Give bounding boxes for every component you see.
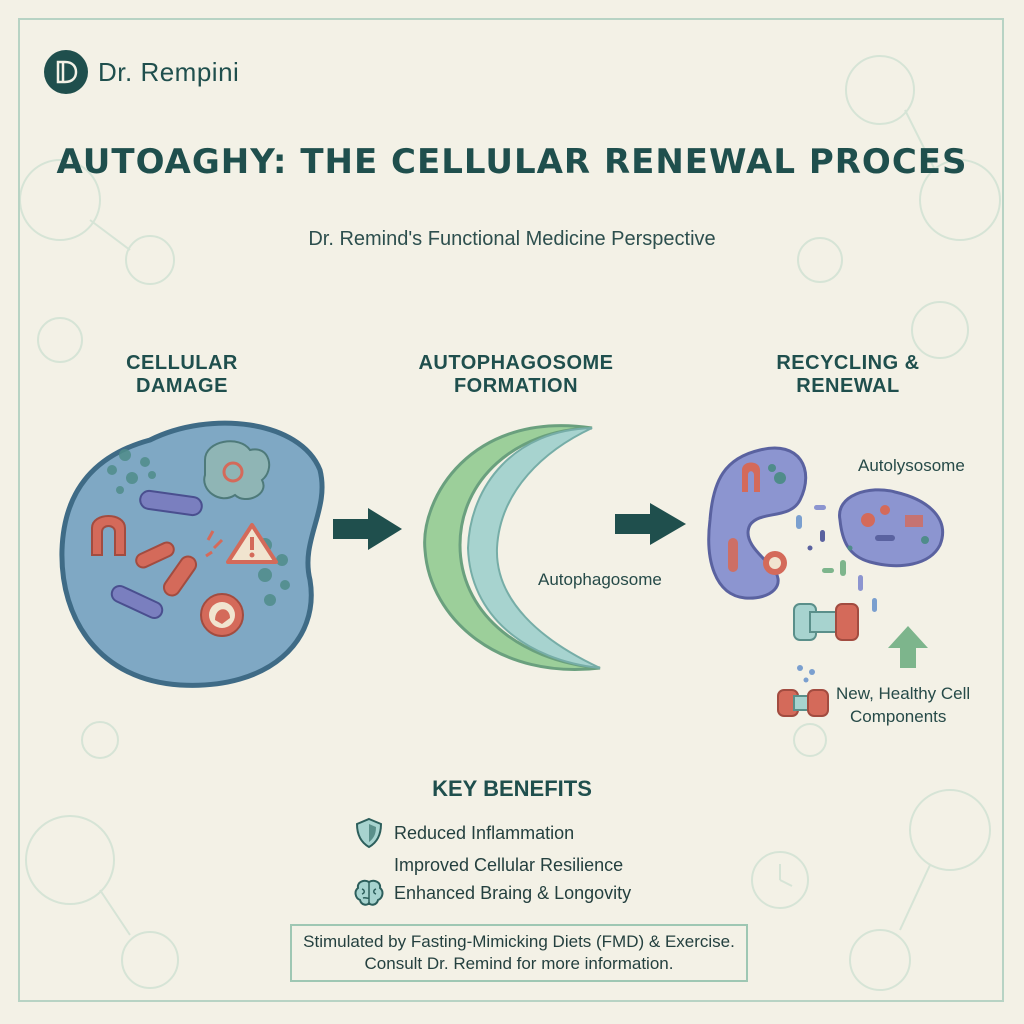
new-component-2 — [777, 665, 829, 717]
autophagosome-crescent — [423, 424, 601, 671]
brand-name: Dr. Rempini — [98, 56, 240, 87]
autophagosome-label: Autophagosome — [538, 570, 662, 589]
brand-logo: Dr. Rempini — [44, 50, 239, 94]
stage-autophagosome-formation: AUTOPHAGOSOME FORMATION — [418, 352, 614, 397]
arrow-up-icon — [888, 626, 928, 668]
damaged-protein-cluster — [203, 440, 271, 500]
note-line-2: Consult Dr. Remind for more information. — [364, 954, 674, 973]
d-monogram-icon — [44, 50, 88, 94]
benefit-item: Reduced Inflammation — [352, 816, 574, 850]
arrow-right-1-icon — [333, 508, 402, 550]
recycled-fragments — [796, 505, 877, 612]
lysosome-cell — [838, 488, 945, 568]
new-components-label-line2: Components — [850, 707, 947, 726]
autolysosome-cell — [707, 446, 808, 600]
benefit-label: Improved Cellular Resilience — [394, 854, 624, 875]
damaged-mitochondria-icon — [200, 593, 244, 637]
arrow-right-2-icon — [615, 503, 686, 545]
new-components-label-line1: New, Healthy Cell — [836, 684, 971, 703]
shield-icon — [355, 817, 383, 849]
benefit-label: Enhanced Braing & Longovity — [394, 882, 632, 903]
benefit-item: Enhanced Braing & Longovity — [352, 876, 631, 910]
benefit-label: Reduced Inflammation — [394, 822, 575, 843]
page-subtitle: Dr. Remind's Functional Medicine Perspec… — [308, 228, 716, 250]
benefits-title: KEY BENEFITS — [432, 776, 592, 801]
damaged-cell — [59, 420, 325, 688]
page-title: AUTOAGHY: THE CELLULAR RENEWAL PROCES — [56, 142, 968, 182]
warning-icon — [226, 523, 278, 564]
benefit-item: Improved Cellular Resilience — [352, 848, 623, 882]
autolysosome-label: Autolysosome — [858, 456, 965, 475]
new-component-1 — [793, 603, 859, 641]
info-note-box: Stimulated by Fasting-Mimicking Diets (F… — [290, 924, 748, 982]
stage-cellular-damage: CELLULAR DAMAGE — [126, 352, 238, 397]
brain-icon — [354, 879, 384, 906]
page-frame — [18, 18, 1004, 1002]
note-line-1: Stimulated by Fasting-Mimicking Diets (F… — [303, 932, 735, 951]
stage-recycling-renewal: RECYCLING & RENEWAL — [776, 352, 920, 397]
